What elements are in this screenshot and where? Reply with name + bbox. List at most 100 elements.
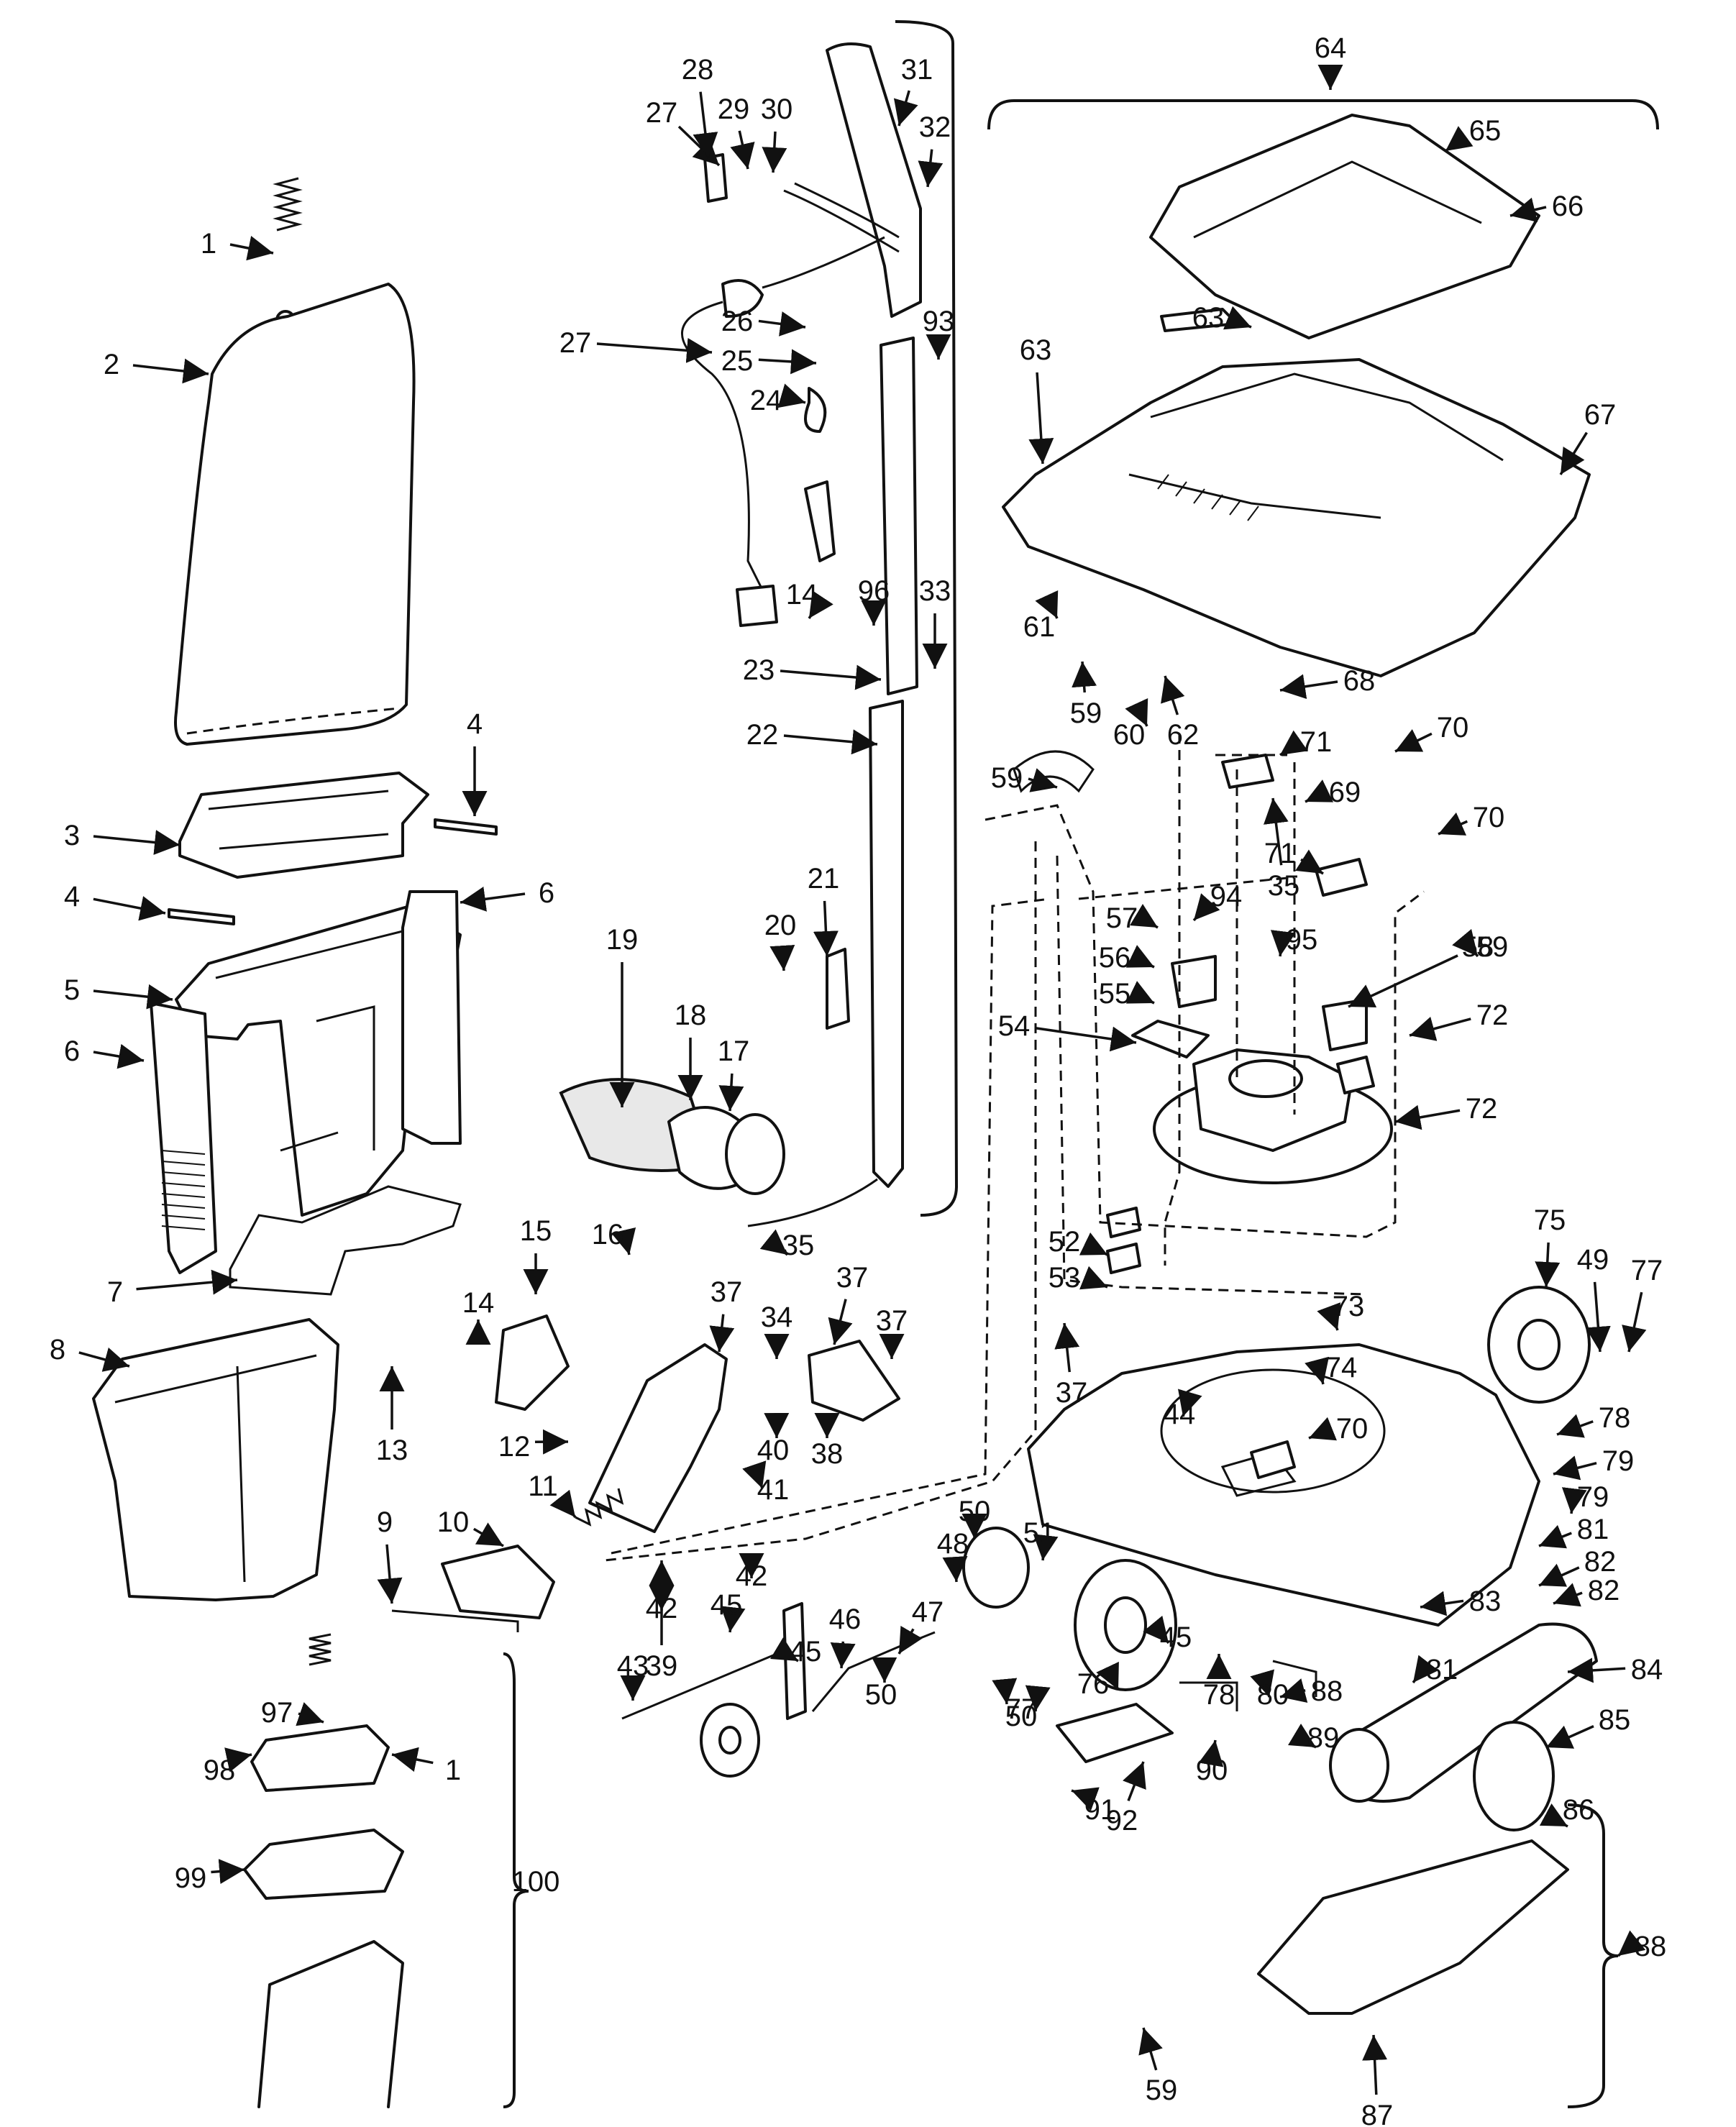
callout-94: 94 — [1210, 881, 1243, 912]
callout-14: 14 — [462, 1287, 495, 1319]
callout-50: 50 — [1005, 1701, 1038, 1732]
callout-leader — [1553, 1455, 1597, 1481]
callout-65: 65 — [1469, 115, 1502, 147]
callout-91: 91 — [1084, 1794, 1117, 1826]
callout-leader — [897, 1625, 923, 1655]
connector — [1106, 1207, 1141, 1238]
wiring-route — [603, 733, 1287, 1562]
bracket — [495, 1314, 570, 1411]
callout-leader — [93, 896, 166, 921]
motor-bracket — [1131, 1020, 1210, 1058]
callout-11: 11 — [528, 1470, 558, 1502]
rear-wheel-hub — [1104, 1596, 1147, 1654]
callout-78: 78 — [1203, 1679, 1235, 1711]
hood — [1002, 358, 1591, 677]
callout-62: 62 — [1167, 719, 1200, 751]
callout-37: 37 — [711, 1276, 743, 1308]
bag-top-collar — [178, 772, 429, 879]
callout-81: 81 — [1577, 1514, 1609, 1545]
callout-leader — [893, 90, 918, 127]
callout-43: 43 — [617, 1650, 649, 1682]
callout-leader — [1129, 903, 1159, 929]
callout-leader — [1559, 431, 1588, 475]
callout-47: 47 — [912, 1596, 944, 1628]
callout-leader — [1438, 812, 1468, 836]
callout-84: 84 — [1631, 1654, 1663, 1685]
callout-leader — [136, 1269, 238, 1295]
callout-42: 42 — [646, 1593, 678, 1624]
callout-75: 75 — [1534, 1204, 1566, 1236]
callout-26: 26 — [721, 306, 754, 337]
callout-14: 14 — [786, 579, 818, 610]
callout-leader — [78, 1347, 130, 1372]
callout-leader — [211, 1859, 245, 1885]
callout-99: 99 — [175, 1862, 207, 1894]
callout-70: 70 — [1473, 802, 1505, 833]
callout-leader — [1308, 1417, 1337, 1441]
callout-leader — [1279, 674, 1338, 700]
brace-23 — [895, 20, 959, 1217]
cord-wires — [762, 182, 900, 289]
callout-59: 59 — [991, 762, 1023, 794]
callout-leader — [1138, 2027, 1163, 2071]
callout-5: 5 — [64, 974, 80, 1006]
callout-24: 24 — [750, 385, 782, 416]
callout-leader — [1071, 1787, 1100, 1811]
plug — [736, 585, 778, 627]
callout-12: 12 — [498, 1431, 531, 1463]
callout-leader — [472, 1522, 504, 1547]
callout-79: 79 — [1602, 1445, 1635, 1477]
callout-70: 70 — [1336, 1413, 1369, 1445]
callout-52: 52 — [1049, 1226, 1081, 1258]
callout-41: 41 — [757, 1474, 790, 1506]
callout-45: 45 — [790, 1636, 822, 1668]
brush — [1336, 1056, 1375, 1094]
handle-grip — [826, 42, 922, 318]
callout-leader — [93, 984, 173, 1010]
clip — [1221, 754, 1274, 789]
callout-60: 60 — [1113, 719, 1146, 751]
callout-10: 10 — [437, 1506, 470, 1538]
dirt-cup — [92, 1318, 339, 1601]
callout-9: 9 — [377, 1506, 393, 1538]
callout-leader — [1305, 1356, 1330, 1385]
panel-grille — [161, 1150, 206, 1230]
callout-leader — [1028, 372, 1054, 465]
callout-35: 35 — [782, 1230, 815, 1261]
callout-59: 59 — [1476, 931, 1509, 963]
callout-leader — [1192, 893, 1220, 922]
callout-29: 29 — [718, 93, 750, 125]
callout-leader — [1096, 1661, 1120, 1691]
callout-67: 67 — [1584, 399, 1617, 431]
pedal — [441, 1545, 555, 1619]
pin-part — [434, 818, 498, 836]
callout-73: 73 — [1333, 1291, 1365, 1322]
callout-18: 18 — [675, 1000, 707, 1031]
hook — [804, 387, 827, 433]
callout-46: 46 — [829, 1604, 862, 1635]
callout-6: 6 — [64, 1035, 80, 1067]
brush-holder — [1322, 998, 1368, 1051]
callout-leader — [229, 235, 274, 261]
callout-55: 55 — [1099, 978, 1131, 1010]
callout-4: 4 — [64, 881, 80, 912]
lever-bracket — [808, 1340, 900, 1422]
callout-leader — [992, 1678, 1018, 1705]
upper-handle-tube — [880, 337, 918, 695]
callout-56: 56 — [1099, 942, 1131, 974]
callout-6: 6 — [539, 877, 554, 909]
callout-leader — [1279, 1678, 1308, 1703]
callout-leader — [1539, 1803, 1568, 1828]
fan-chamber — [1160, 1368, 1386, 1494]
gasket — [229, 1185, 462, 1296]
callout-leader — [1125, 697, 1148, 727]
callout-59: 59 — [1070, 697, 1102, 729]
callout-leader — [1545, 1725, 1594, 1749]
callout-leader — [1270, 930, 1296, 957]
callout-82: 82 — [1588, 1575, 1620, 1606]
callout-leader — [1535, 1242, 1561, 1288]
callout-25: 25 — [721, 345, 754, 377]
callout-44: 44 — [1164, 1399, 1196, 1430]
callout-96: 96 — [858, 575, 890, 607]
